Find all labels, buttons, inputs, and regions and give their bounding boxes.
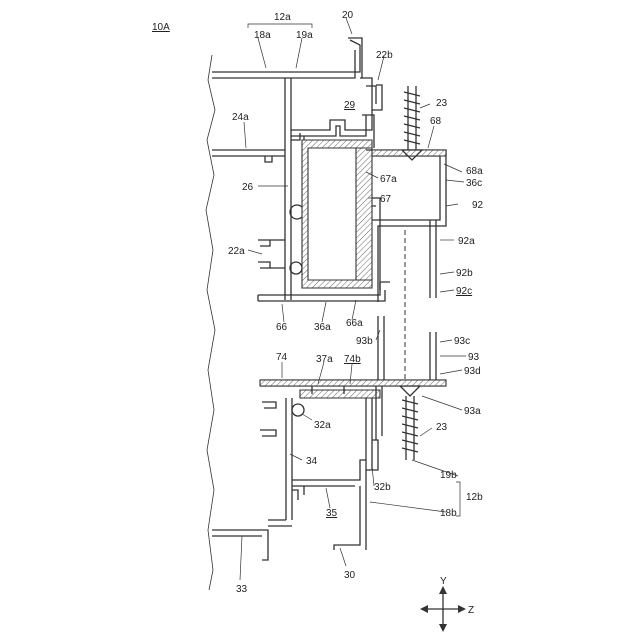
axis-z-label: Z [468,605,474,616]
label-66a: 66a [346,318,363,329]
screw-23-lower [400,386,420,460]
wall-edge [206,55,215,590]
label-22a: 22a [228,246,245,257]
label-23-lower: 23 [436,422,448,433]
label-34: 34 [306,456,318,467]
lower-frame-12b [212,380,446,560]
label-67a: 67a [380,174,397,185]
label-37a: 37a [316,354,333,365]
label-23-upper: 23 [436,98,448,109]
label-29: 29 [344,100,356,111]
label-20: 20 [342,10,354,21]
label-68: 68 [430,116,442,127]
label-74: 74 [276,352,288,363]
label-93a: 93a [464,406,481,417]
label-32b: 32b [374,482,391,493]
label-32a: 32a [314,420,331,431]
label-93d: 93d [464,366,481,377]
label-12b: 12b [466,492,483,503]
label-93c: 93c [454,336,470,347]
label-93b: 93b [356,336,373,347]
label-19a: 19a [296,30,313,41]
label-66: 66 [276,322,288,333]
label-93: 93 [468,352,480,363]
label-68a: 68a [466,166,483,177]
upper-glass-unit-36a [302,115,380,290]
label-92: 92 [472,200,484,211]
label-67: 67 [380,194,392,205]
label-33: 33 [236,584,248,595]
label-92b: 92b [456,268,473,279]
label-19b: 19b [440,470,457,481]
upper-bracket-68-92 [366,150,446,302]
label-92a: 92a [458,236,475,247]
label-18a: 18a [254,30,271,41]
label-12a: 12a [274,12,291,23]
lower-bracket-93 [378,316,436,380]
label-36a: 36a [314,322,331,333]
label-26: 26 [242,182,254,193]
screw-23-upper [402,86,422,160]
label-22b: 22b [376,50,393,61]
label-30: 30 [344,570,356,581]
axis-indicator: Y Z [420,576,474,632]
label-92c: 92c [456,286,472,297]
label-18b: 18b [440,508,457,519]
axis-y-label: Y [440,576,447,587]
figure-number: 10A [152,22,170,33]
label-36c: 36c [466,178,482,189]
label-74b: 74b [344,354,361,365]
label-24a: 24a [232,112,249,123]
label-35: 35 [326,508,338,519]
